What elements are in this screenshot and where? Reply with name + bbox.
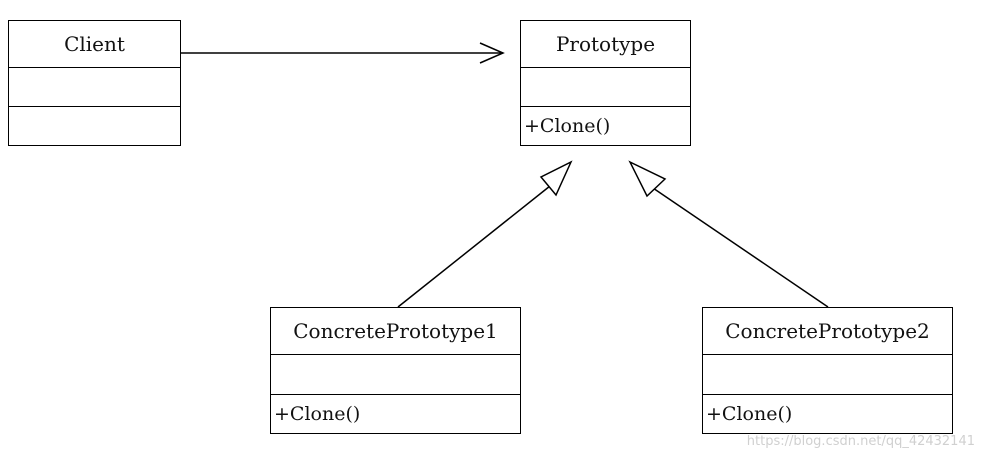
- attributes-section: [521, 68, 690, 107]
- operation-clone: +Clone(): [274, 403, 361, 425]
- attributes-section: [271, 355, 520, 395]
- operations-section: [9, 107, 180, 145]
- class-client: Client: [8, 20, 181, 146]
- operations-section: +Clone(): [703, 395, 952, 433]
- class-concrete-prototype-2: ConcretePrototype2 +Clone(): [702, 307, 953, 434]
- generalization-line-2: [649, 185, 829, 308]
- operations-section: +Clone(): [521, 107, 690, 145]
- hollow-triangle-icon-2: [628, 160, 667, 198]
- attributes-section: [9, 68, 180, 107]
- class-concrete-prototype-1: ConcretePrototype1 +Clone(): [270, 307, 521, 434]
- attributes-section: [703, 355, 952, 395]
- hollow-triangle-icon-1: [539, 160, 573, 197]
- operations-section: +Clone(): [271, 395, 520, 433]
- generalization-line-1: [397, 185, 551, 308]
- open-arrowhead-icon: [479, 42, 505, 64]
- class-name: Client: [9, 21, 180, 68]
- operation-clone: +Clone(): [524, 115, 611, 137]
- class-name: ConcretePrototype2: [703, 308, 952, 355]
- class-name: Prototype: [521, 21, 690, 68]
- class-prototype: Prototype +Clone(): [520, 20, 691, 146]
- operation-clone: +Clone(): [706, 403, 793, 425]
- watermark-text: https://blog.csdn.net/qq_42432141: [746, 434, 975, 449]
- class-name: ConcretePrototype1: [271, 308, 520, 355]
